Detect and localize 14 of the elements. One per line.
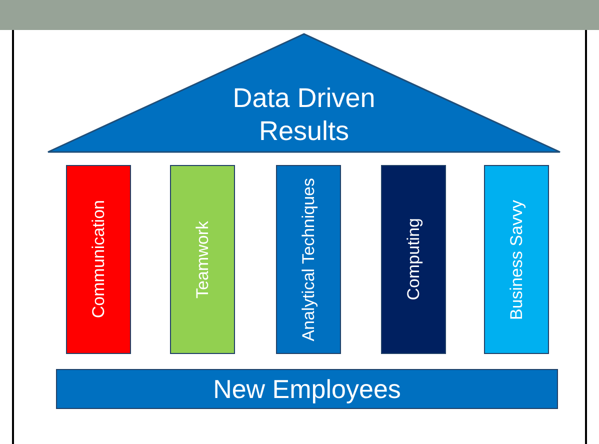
pillar-label: Teamwork	[192, 220, 212, 298]
base-label: New Employees	[213, 374, 401, 404]
pillar-label: Analytical Techniques	[298, 178, 318, 342]
roof-label: Data Driven Results	[232, 82, 376, 147]
pillar-label: Communication	[88, 200, 108, 319]
pillar-label: Business Savvy	[506, 200, 526, 320]
pillar-column	[381, 165, 446, 354]
pillar-column	[276, 165, 341, 354]
pillar-label: Computing	[404, 218, 424, 301]
roof-triangle	[47, 33, 561, 153]
pillar-column	[170, 165, 235, 354]
pillar-column	[484, 165, 549, 354]
base-slab	[56, 369, 558, 409]
pillar-column	[66, 165, 131, 354]
